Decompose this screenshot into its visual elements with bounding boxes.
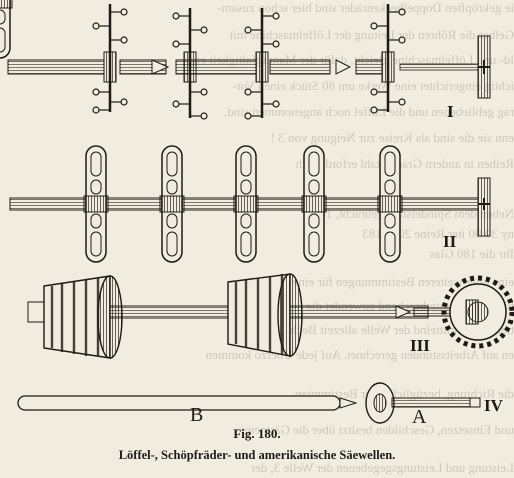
label-shaft-iii: III [410,336,430,355]
label-shaft-iv: IV [484,396,503,415]
figure-number: Fig. 180. [233,426,281,441]
label-part-b: B [190,404,204,426]
label-part-a: A [412,406,427,428]
scoop-shaft-iii [27,273,514,359]
american-shaft-iv [17,382,481,424]
figure-caption: Löffel-, Schöpfräder- und amerikanische … [118,448,396,462]
label-shaft-ii: II [443,232,457,251]
spoon-shaft-i [7,4,491,120]
paddle-shaft-ii [0,0,491,263]
label-shaft-i: I [447,102,454,121]
